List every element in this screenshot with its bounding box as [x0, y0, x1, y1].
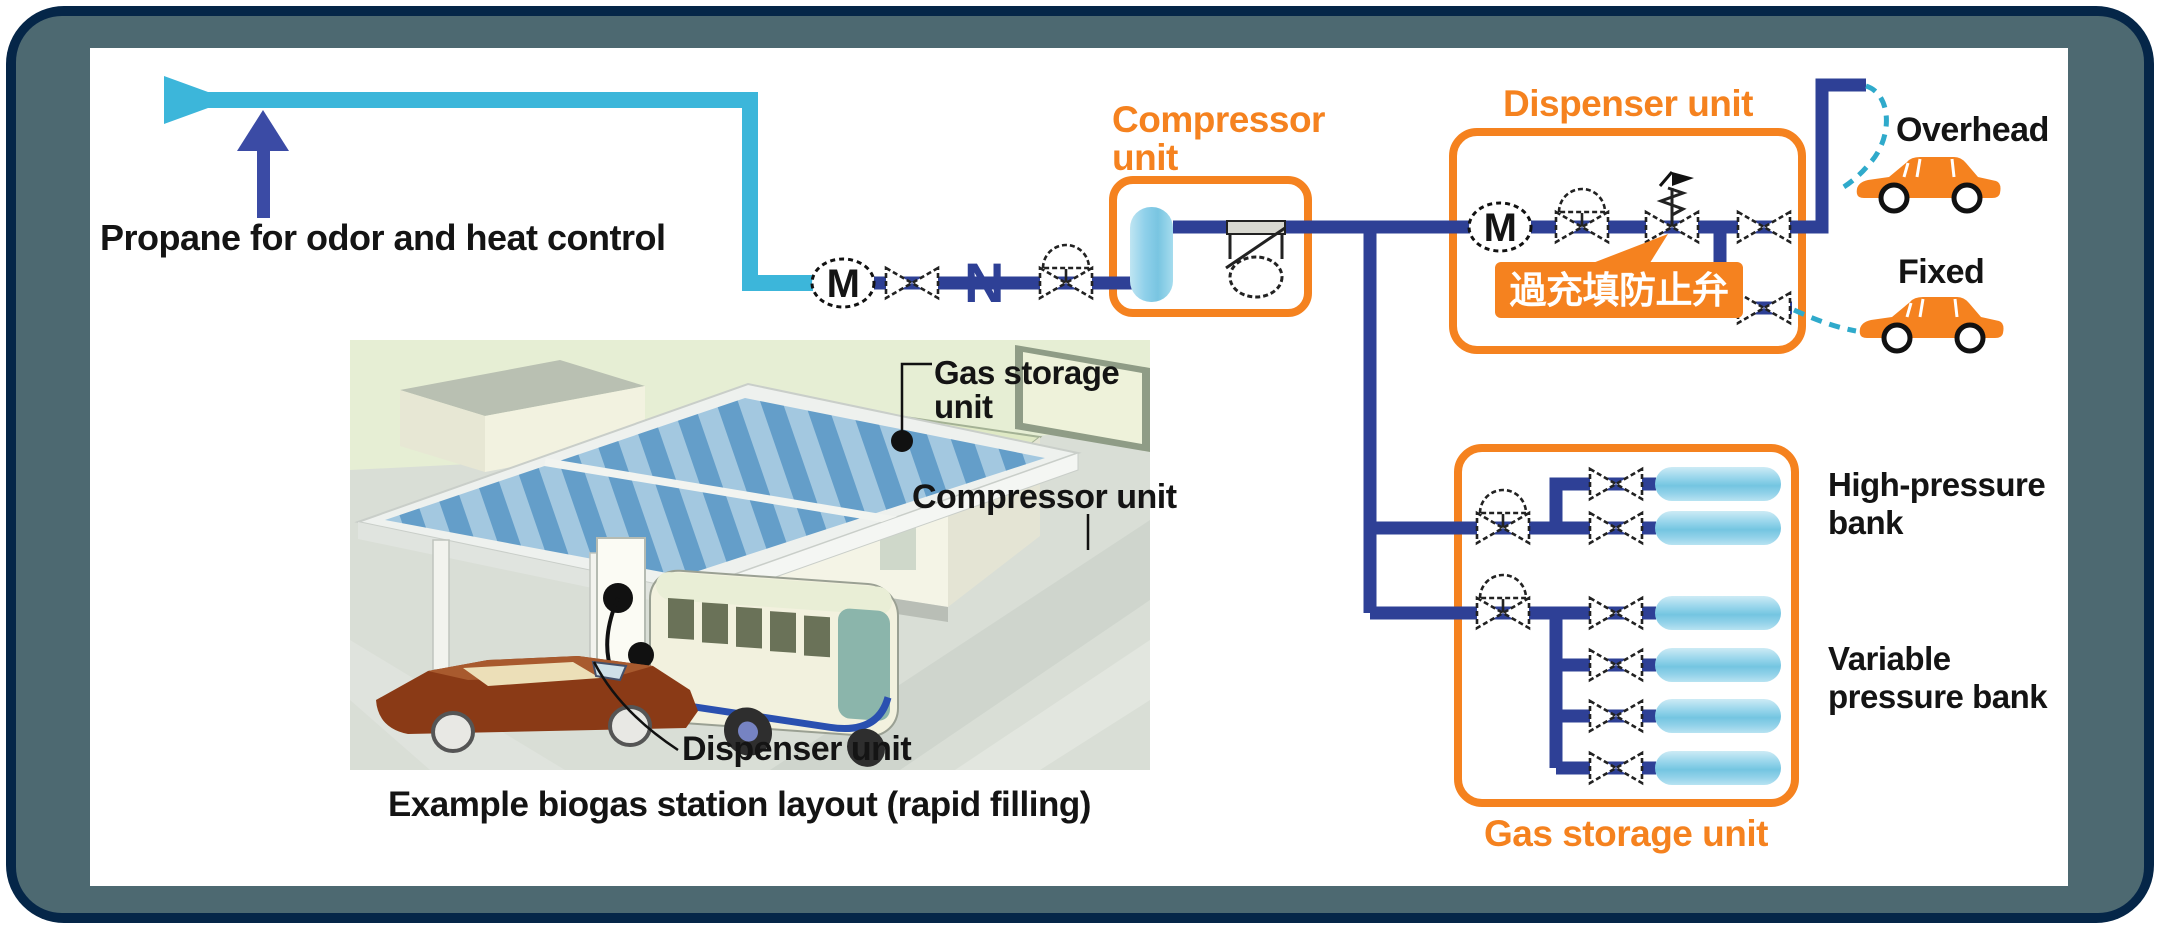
fixed-label: Fixed: [1898, 253, 1984, 291]
inlet-shutoff-valve-icon: [884, 266, 940, 300]
gas-storage-unit-label: Gas storage unit: [1484, 813, 1768, 854]
fixed-outlet-valve-icon: [1736, 291, 1792, 325]
station-photo-illustration: Gas storage unit Compressor unit Dispens…: [350, 340, 1177, 824]
compressor-unit-box: [1109, 176, 1312, 317]
dispenser-unit-box: [1449, 128, 1806, 354]
meter-circle-icon: [810, 257, 876, 309]
supply-inlet-flare-icon: [164, 76, 208, 124]
storage-cylinders: [1655, 467, 1781, 785]
boundary-wall-panel: [1015, 345, 1150, 452]
overhead-label: Overhead: [1896, 111, 2049, 149]
fixed-car-icon: [1859, 297, 2004, 354]
buffer-tank-icon: [1130, 207, 1173, 302]
variable-pressure-cylinder: [1655, 699, 1781, 733]
variable-pressure-cylinder: [1655, 648, 1781, 682]
overhead-outlet-valve-icon: [1736, 210, 1792, 244]
classic-car-illustration: [376, 656, 698, 753]
overfill-prevention-valve-icon: [1644, 171, 1700, 244]
high-pressure-control-valve-icon: [1475, 488, 1531, 545]
dispenser-control-valve-icon: [1554, 187, 1610, 244]
cyan-supply-pipe: [206, 92, 813, 291]
compressor-unit-label-line2: unit: [1112, 137, 1178, 178]
gas-storage-leader-line: [900, 362, 932, 434]
photo-gas-storage-label-line1: Gas storage: [934, 354, 1119, 391]
cylinder-valve-icon: [1588, 511, 1644, 545]
high-pressure-bank-label-line1: High-pressure: [1828, 466, 2045, 503]
fixed-hose: [1792, 307, 1857, 334]
back-building: [400, 360, 645, 472]
check-valve-n-symbol: N: [964, 251, 1004, 314]
variable-bank-label-line2: pressure bank: [1828, 678, 2048, 715]
overfill-callout: 過充填防止弁: [1495, 234, 1743, 318]
inlet-control-valve-icon: [1038, 243, 1094, 300]
propane-injection: Propane for odor and heat control: [100, 110, 666, 258]
dispenser-leader-line: [592, 661, 679, 752]
propane-label: Propane for odor and heat control: [100, 217, 666, 258]
photo-caption: Example biogas station layout (rapid fil…: [388, 785, 1091, 824]
canopy-column: [432, 539, 450, 671]
callout-box: [1495, 262, 1743, 318]
cylinder-valve-icon: [1588, 751, 1644, 785]
cylinder-valve-icon: [1588, 699, 1644, 733]
high-pressure-cylinder: [1655, 467, 1781, 501]
dispenser-flow-meter: M: [1467, 201, 1533, 253]
high-pressure-cylinder: [1655, 511, 1781, 545]
meter-symbol: M: [1484, 206, 1517, 250]
cylinder-valve-icon: [1588, 467, 1644, 501]
callout-tail: [1585, 234, 1668, 266]
variable-control-valve-icon: [1475, 573, 1531, 630]
photo-dispenser-label: Dispenser unit: [682, 730, 911, 768]
photo-gas-storage-label-line2: unit: [934, 388, 993, 425]
refuel-hoses: [1792, 83, 1889, 334]
inlet-flow-meter: M: [810, 257, 876, 309]
gas-storage-unit-box: [1454, 444, 1799, 807]
overhead-car-icon: [1856, 157, 2001, 214]
propane-arrow-shaft: [257, 150, 270, 218]
road-band-light: [955, 640, 1150, 770]
variable-bank-label-line1: Variable: [1828, 640, 1951, 677]
gas-storage-marker-dot: [891, 430, 913, 452]
compressor-unit-label-line1: Compressor: [1112, 99, 1325, 140]
bus-illustration: [649, 569, 899, 767]
variable-pressure-cylinder: [1655, 751, 1781, 785]
compressor-symbol-icon: [1225, 220, 1286, 299]
meter-circle-icon: [1467, 201, 1533, 253]
biogas-supply-line: [164, 76, 813, 291]
propane-arrow-icon: [237, 110, 289, 151]
compressor-internals: [1130, 207, 1286, 302]
photo-compressor-label: Compressor unit: [912, 478, 1177, 516]
dispenser-unit-label: Dispenser unit: [1503, 83, 1753, 124]
cylinder-valve-icon: [1588, 648, 1644, 682]
cylinder-valve-icon: [1588, 596, 1644, 630]
overfill-callout-text: 過充填防止弁: [1510, 270, 1729, 311]
overhead-hose: [1840, 83, 1889, 191]
meter-symbol: M: [827, 262, 860, 306]
high-pressure-bank-label-line2: bank: [1828, 504, 1904, 541]
variable-pressure-cylinder: [1655, 596, 1781, 630]
